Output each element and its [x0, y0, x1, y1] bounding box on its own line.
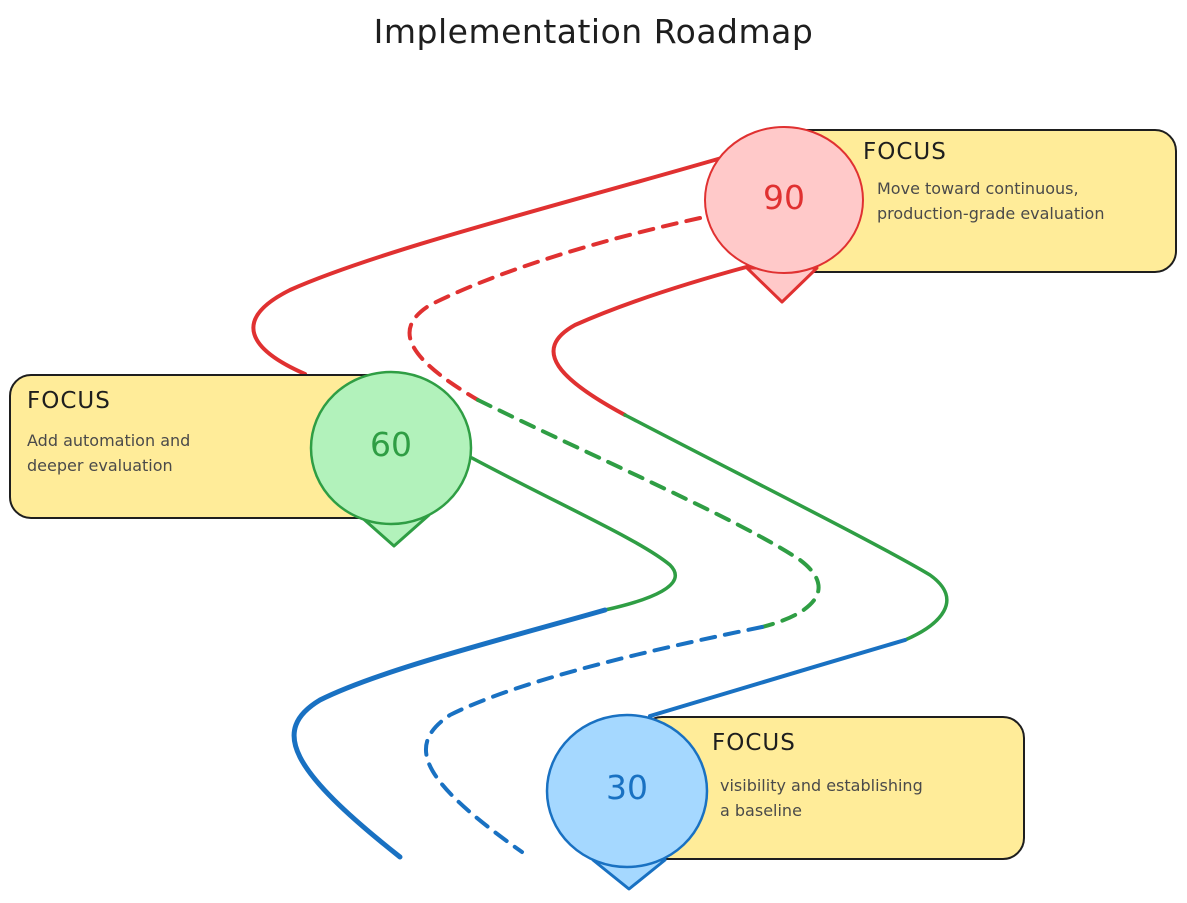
map-pin-icon — [704, 126, 864, 304]
road-right-edge-green — [623, 413, 949, 642]
milestone-heading: FOCUS — [712, 730, 796, 756]
diagram-title: Implementation Roadmap — [373, 12, 814, 51]
milestone-value: 60 — [370, 425, 412, 464]
milestone-marker-90: 90 — [702, 126, 866, 306]
map-pin-icon — [309, 370, 473, 548]
milestone-description: Add automation and deeper evaluation — [27, 431, 191, 475]
milestone-value: 30 — [606, 768, 648, 807]
milestone-value: 90 — [763, 178, 805, 217]
road-center-dash-green — [476, 398, 821, 629]
road-left-edge-green — [470, 456, 677, 612]
map-pin-icon — [545, 713, 709, 891]
road-left-edge-red — [251, 155, 727, 376]
milestone-description: Move toward continuous, production-grade… — [877, 179, 1105, 223]
milestone-description: visibility and establishing a baseline — [720, 776, 923, 820]
road-right-edge-blue — [648, 638, 907, 718]
milestone-marker-30: 30 — [545, 712, 709, 892]
road-center-dash-blue — [424, 625, 764, 854]
milestone-marker-60: 60 — [309, 370, 473, 550]
milestone-heading: FOCUS — [863, 139, 947, 165]
milestone-heading: FOCUS — [27, 388, 111, 414]
road-left-edge-blue — [291, 607, 608, 860]
road-right-edge-red — [551, 264, 752, 417]
road-center-dash-red — [407, 216, 702, 402]
